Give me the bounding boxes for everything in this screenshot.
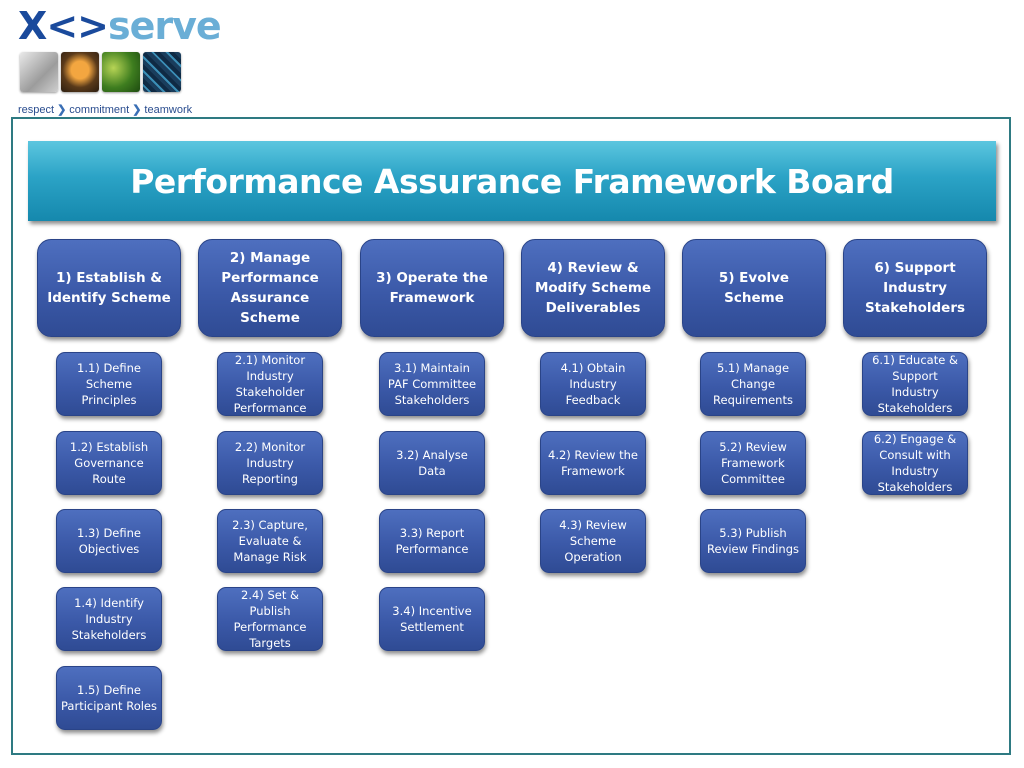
xoserve-logo: X<>serve respect❯commitment❯teamwork (18, 6, 222, 116)
column-heading-3: 3) Operate the Framework (360, 239, 504, 337)
task-card: 3.3) Report Performance (379, 509, 485, 573)
column-heading-2: 2) Manage Performance Assurance Scheme (198, 239, 342, 337)
column-heading-6: 6) Support Industry Stakeholders (843, 239, 987, 337)
task-card: 4.3) Review Scheme Operation (540, 509, 646, 573)
task-card: 2.4) Set & Publish Performance Targets (217, 587, 323, 651)
task-card: 2.3) Capture, Evaluate & Manage Risk (217, 509, 323, 573)
task-card: 1.3) Define Objectives (56, 509, 162, 573)
logo-image-tiles (20, 52, 181, 92)
task-card: 6.2) Engage & Consult with Industry Stak… (862, 431, 968, 495)
task-card: 5.1) Manage Change Requirements (700, 352, 806, 416)
task-card: 3.1) Maintain PAF Committee Stakeholders (379, 352, 485, 416)
chevron-right-icon: ❯ (132, 104, 142, 116)
task-card: 3.2) Analyse Data (379, 431, 485, 495)
task-card: 2.1) Monitor Industry Stakeholder Perfor… (217, 352, 323, 416)
logo-serve: serve (108, 4, 222, 48)
tagline-respect: respect (18, 104, 55, 116)
tagline-commitment: commitment (69, 104, 130, 116)
column-heading-5: 5) Evolve Scheme (682, 239, 826, 337)
logo-wordmark: X<>serve (18, 4, 222, 48)
leaf-image-icon (102, 52, 140, 92)
title-banner: Performance Assurance Framework Board (28, 141, 996, 221)
circuit-image-icon (143, 52, 181, 92)
gas-flame-image-icon (61, 52, 99, 92)
task-card: 2.2) Monitor Industry Reporting (217, 431, 323, 495)
task-card: 4.1) Obtain Industry Feedback (540, 352, 646, 416)
task-card: 1.5) Define Participant Roles (56, 666, 162, 730)
tagline-teamwork: teamwork (144, 104, 193, 116)
column-heading-1: 1) Establish & Identify Scheme (37, 239, 181, 337)
task-card: 4.2) Review the Framework (540, 431, 646, 495)
column-heading-4: 4) Review & Modify Scheme Deliverables (521, 239, 665, 337)
logo-tagline: respect❯commitment❯teamwork (18, 103, 192, 116)
logo-x: X (18, 4, 47, 48)
task-card: 1.1) Define Scheme Principles (56, 352, 162, 416)
task-card: 5.3) Publish Review Findings (700, 509, 806, 573)
task-card: 1.2) Establish Governance Route (56, 431, 162, 495)
task-card: 3.4) Incentive Settlement (379, 587, 485, 651)
task-card: 6.1) Educate & Support Industry Stakehol… (862, 352, 968, 416)
slide-frame (11, 117, 1011, 755)
keyboard-image-icon (20, 52, 58, 92)
task-card: 5.2) Review Framework Committee (700, 431, 806, 495)
chevron-right-icon: ❯ (57, 104, 67, 116)
task-card: 1.4) Identify Industry Stakeholders (56, 587, 162, 651)
logo-chevrons-icon: <> (46, 4, 109, 48)
page-title: Performance Assurance Framework Board (130, 161, 894, 201)
